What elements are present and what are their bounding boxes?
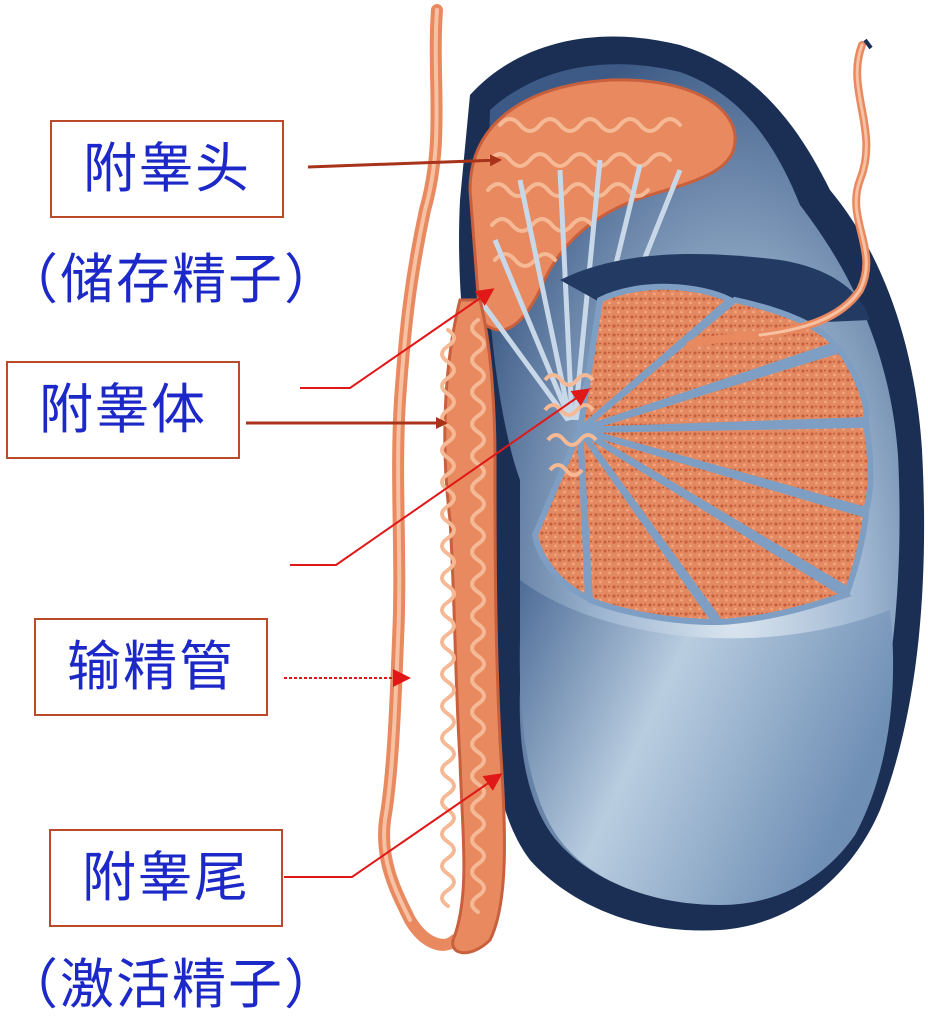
label-epididymis-head-text: 附睾头 [83,142,251,196]
label-vas-deferens: 输精管 [34,618,268,716]
note-store-sperm: （储存精子） [4,253,340,307]
label-epididymis-tail-text: 附睾尾 [82,851,250,905]
label-epididymis-body: 附睾体 [6,361,240,459]
note-activate-sperm: （激活精子） [4,958,340,1012]
label-vas-deferens-text: 输精管 [67,640,235,694]
label-epididymis-tail: 附睾尾 [49,829,283,927]
label-epididymis-head: 附睾头 [50,120,284,218]
label-epididymis-body-text: 附睾体 [39,383,207,437]
